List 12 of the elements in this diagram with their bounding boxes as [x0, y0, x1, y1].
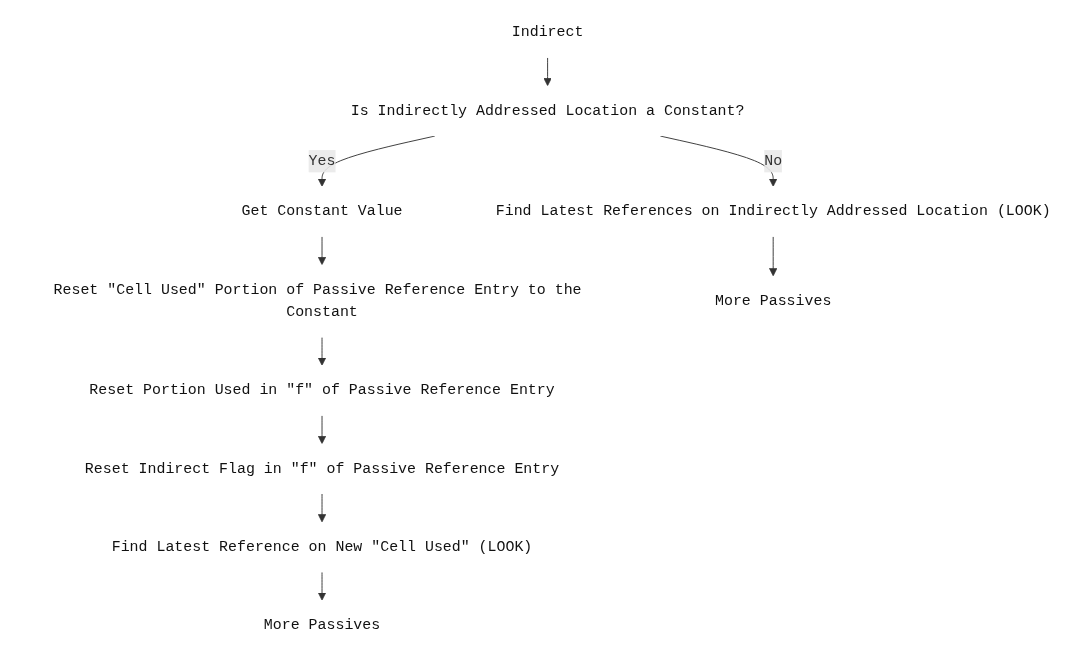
node-text: More Passives — [714, 292, 831, 310]
node-text: Reset "Cell Used" Portion of Passive Reference Entry to the Constant — [53, 281, 582, 321]
node-text: Is Indirectly Addressed Location a Constant? — [350, 102, 744, 120]
node-text: Find Latest Reference on New "Cell Used" (LOOK) — [111, 538, 532, 556]
node-text: Reset Indirect Flag in "f" of Passive Reference Entry — [84, 460, 559, 478]
edge-label: No — [763, 152, 782, 170]
edge-label: Yes — [308, 152, 335, 170]
node-text: Indirect — [511, 24, 583, 42]
node-text: Find Latest References on Indirectly Addressed Location (LOOK) — [495, 203, 1051, 220]
node-text: More Passives — [263, 616, 380, 634]
node-text: Get Constant Value — [240, 203, 403, 220]
node-text: Reset Portion Used in "f" of Passive Reference Entry — [88, 382, 555, 399]
